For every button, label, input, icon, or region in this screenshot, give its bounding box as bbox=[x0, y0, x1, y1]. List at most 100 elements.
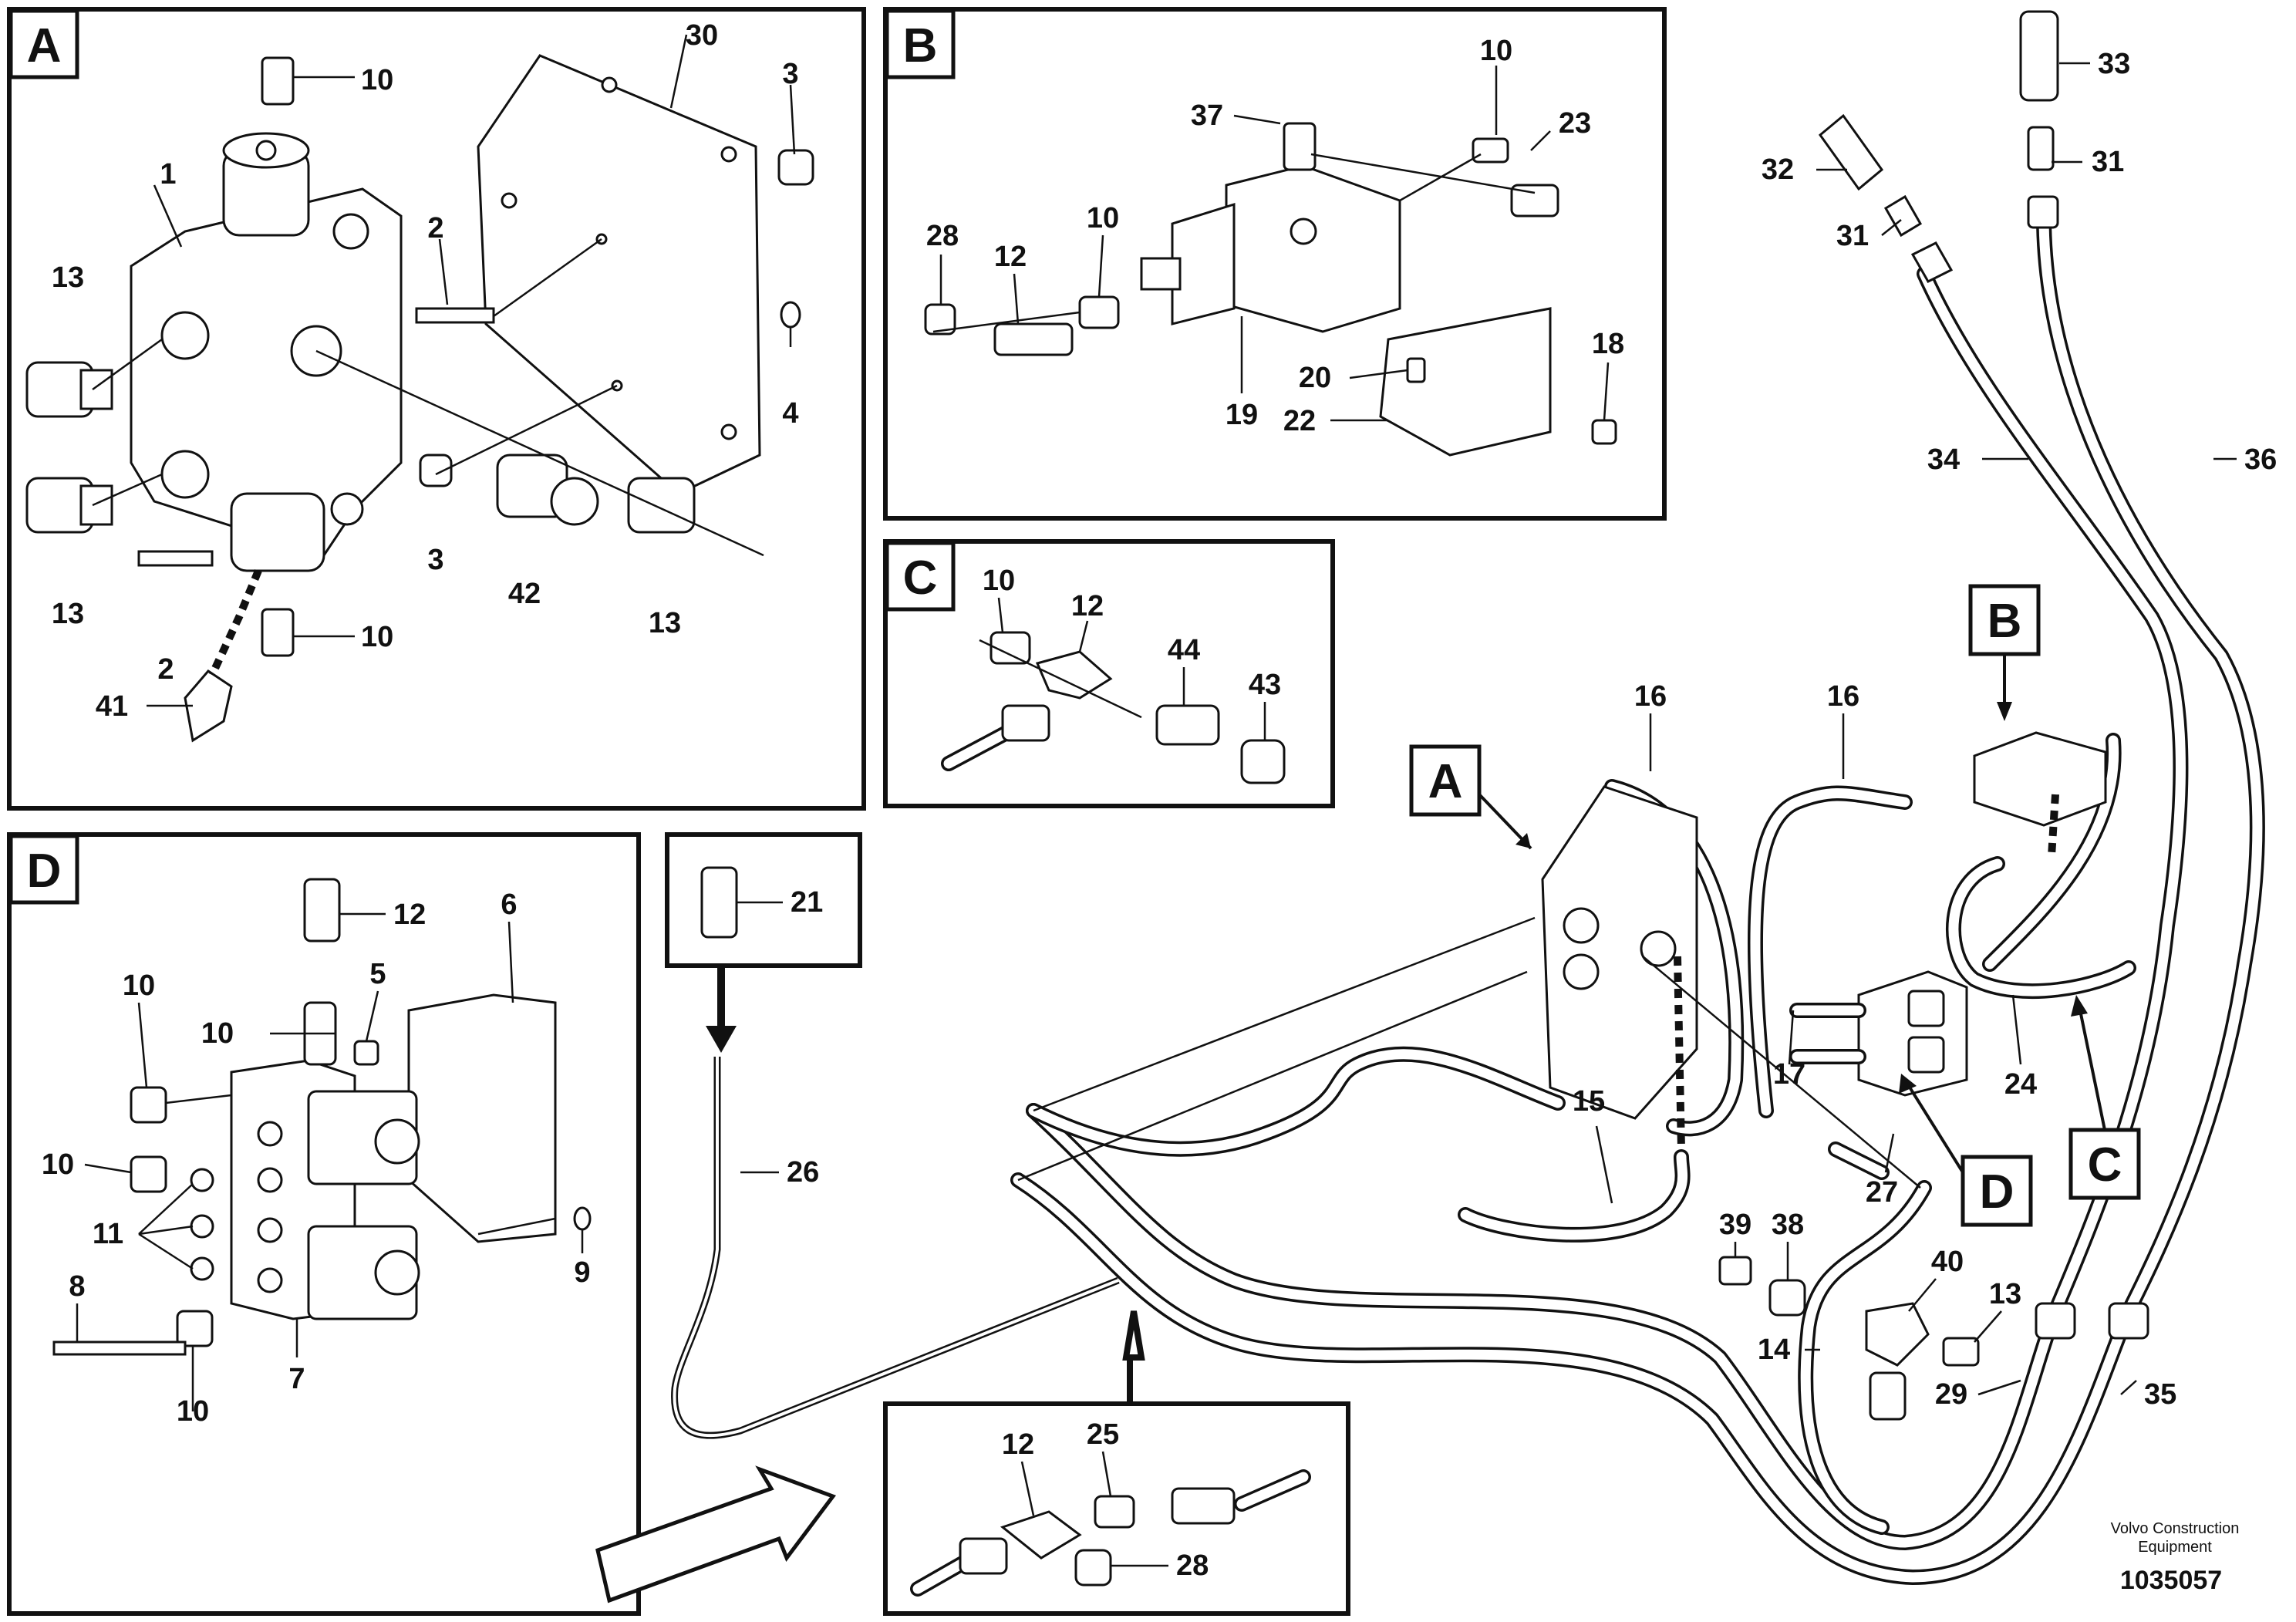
panel-c-letter: C bbox=[903, 551, 938, 605]
bolt-2-upper bbox=[415, 307, 495, 324]
doc-id: 1035057 bbox=[2120, 1566, 2222, 1595]
tee-12 bbox=[1000, 1510, 1082, 1560]
label-16: 16 bbox=[1827, 680, 1859, 713]
label-44: 44 bbox=[1168, 634, 1200, 666]
label-4: 4 bbox=[782, 397, 798, 430]
block-port bbox=[257, 1217, 283, 1243]
valve-bottom-cylinder bbox=[230, 492, 325, 572]
label-10: 10 bbox=[177, 1395, 209, 1428]
valve-a-port bbox=[1563, 953, 1600, 990]
tee-40 bbox=[1865, 1302, 1930, 1367]
screw-20 bbox=[1406, 357, 1426, 383]
panel-c-frame bbox=[883, 539, 1335, 808]
label-15: 15 bbox=[1573, 1085, 1605, 1118]
panel-d-letter: D bbox=[27, 845, 62, 898]
label-42: 42 bbox=[508, 578, 541, 610]
valve-b-assembly bbox=[1973, 731, 2107, 827]
valve-port bbox=[332, 213, 369, 250]
valve-port bbox=[160, 450, 210, 499]
label-27: 27 bbox=[1866, 1176, 1898, 1209]
label-20: 20 bbox=[1299, 362, 1331, 394]
valve-a-port bbox=[1563, 907, 1600, 944]
credit-line-2: Equipment bbox=[2138, 1539, 2212, 1556]
spacer-3-mid bbox=[419, 454, 453, 487]
label-18: 18 bbox=[1592, 328, 1624, 360]
tee-12 bbox=[303, 878, 341, 943]
fitting-13-lower-nut bbox=[79, 484, 113, 526]
connector-33 bbox=[2019, 10, 2059, 102]
fitting-13-upper-nut bbox=[79, 369, 113, 410]
label-8: 8 bbox=[69, 1270, 85, 1303]
cap-43 bbox=[1240, 739, 1286, 784]
panel-a-frame bbox=[7, 7, 866, 811]
label-5: 5 bbox=[369, 958, 386, 990]
elbow-37 bbox=[1283, 122, 1317, 171]
valve-d-solenoid bbox=[1907, 990, 1945, 1027]
hose-end-34 bbox=[1910, 241, 1954, 283]
fitting-25 bbox=[1094, 1495, 1135, 1529]
adapter-31-right bbox=[2027, 126, 2055, 171]
valve-b-link bbox=[2048, 794, 2059, 857]
label-10: 10 bbox=[1087, 202, 1119, 234]
direction-arrow bbox=[595, 1465, 837, 1603]
callout-b-tag bbox=[1968, 584, 2041, 656]
label-32: 32 bbox=[1762, 153, 1794, 186]
valve-d-solenoid bbox=[1907, 1036, 1945, 1074]
label-7: 7 bbox=[288, 1363, 305, 1395]
fitting-10 bbox=[130, 1155, 167, 1193]
label-36: 36 bbox=[2244, 443, 2277, 476]
label-21: 21 bbox=[791, 886, 823, 919]
cover-plate-30 bbox=[477, 54, 761, 495]
label-22: 22 bbox=[1283, 405, 1316, 437]
hose-nut bbox=[1001, 704, 1050, 742]
plug-11 bbox=[190, 1168, 214, 1192]
label-9: 9 bbox=[574, 1256, 590, 1289]
fitting-10 bbox=[130, 1086, 167, 1124]
hose-end-36 bbox=[2027, 195, 2059, 229]
label-35: 35 bbox=[2144, 1378, 2176, 1411]
nut-38 bbox=[1768, 1279, 1806, 1317]
hose-35-end bbox=[2108, 1302, 2149, 1340]
label-38: 38 bbox=[1772, 1209, 1804, 1241]
label-41: 41 bbox=[96, 690, 128, 723]
fitting-10 bbox=[176, 1310, 214, 1347]
fitting-10 bbox=[1078, 295, 1120, 329]
label-29: 29 bbox=[1935, 1378, 1967, 1411]
credit-line-1: Volvo Construction bbox=[2111, 1520, 2240, 1537]
panel-b: B 10 37 23 28 12 10 18 20 19 bbox=[883, 7, 1667, 521]
solenoid-connector bbox=[1140, 257, 1182, 291]
label-13: 13 bbox=[52, 598, 84, 630]
valve-pilot-port bbox=[255, 140, 277, 161]
fitting-41-link bbox=[208, 569, 262, 677]
panel-b-letter: B bbox=[903, 19, 938, 73]
bolt-2-lower bbox=[137, 550, 214, 567]
callout-a-tag bbox=[1409, 744, 1482, 817]
inset-bottom: 12 25 28 bbox=[883, 1310, 1350, 1616]
callout-c-tag bbox=[2068, 1128, 2141, 1200]
block-port bbox=[257, 1167, 283, 1193]
valve-port bbox=[160, 311, 210, 360]
screw-18 bbox=[1591, 419, 1617, 445]
label-10: 10 bbox=[123, 969, 155, 1002]
screw-5 bbox=[353, 1040, 379, 1066]
label-3: 3 bbox=[427, 544, 443, 576]
label-10: 10 bbox=[983, 565, 1015, 597]
label-34: 34 bbox=[1927, 443, 1960, 476]
plug-11 bbox=[190, 1214, 214, 1239]
nut-28 bbox=[1074, 1549, 1112, 1587]
label-37: 37 bbox=[1191, 99, 1223, 132]
label-25: 25 bbox=[1087, 1418, 1119, 1451]
panel-b-tag bbox=[885, 8, 956, 79]
label-40: 40 bbox=[1931, 1246, 1964, 1278]
spacer-3-top bbox=[777, 149, 814, 186]
block-port bbox=[257, 1121, 283, 1147]
label-12: 12 bbox=[1071, 590, 1104, 622]
label-28: 28 bbox=[926, 220, 959, 252]
solenoid-cap bbox=[374, 1249, 420, 1296]
callout-a: A bbox=[1428, 755, 1463, 808]
label-33: 33 bbox=[2098, 48, 2130, 80]
panel-c-tag bbox=[885, 541, 956, 612]
label-6: 6 bbox=[501, 889, 517, 921]
inset-21: 21 bbox=[665, 832, 862, 1053]
